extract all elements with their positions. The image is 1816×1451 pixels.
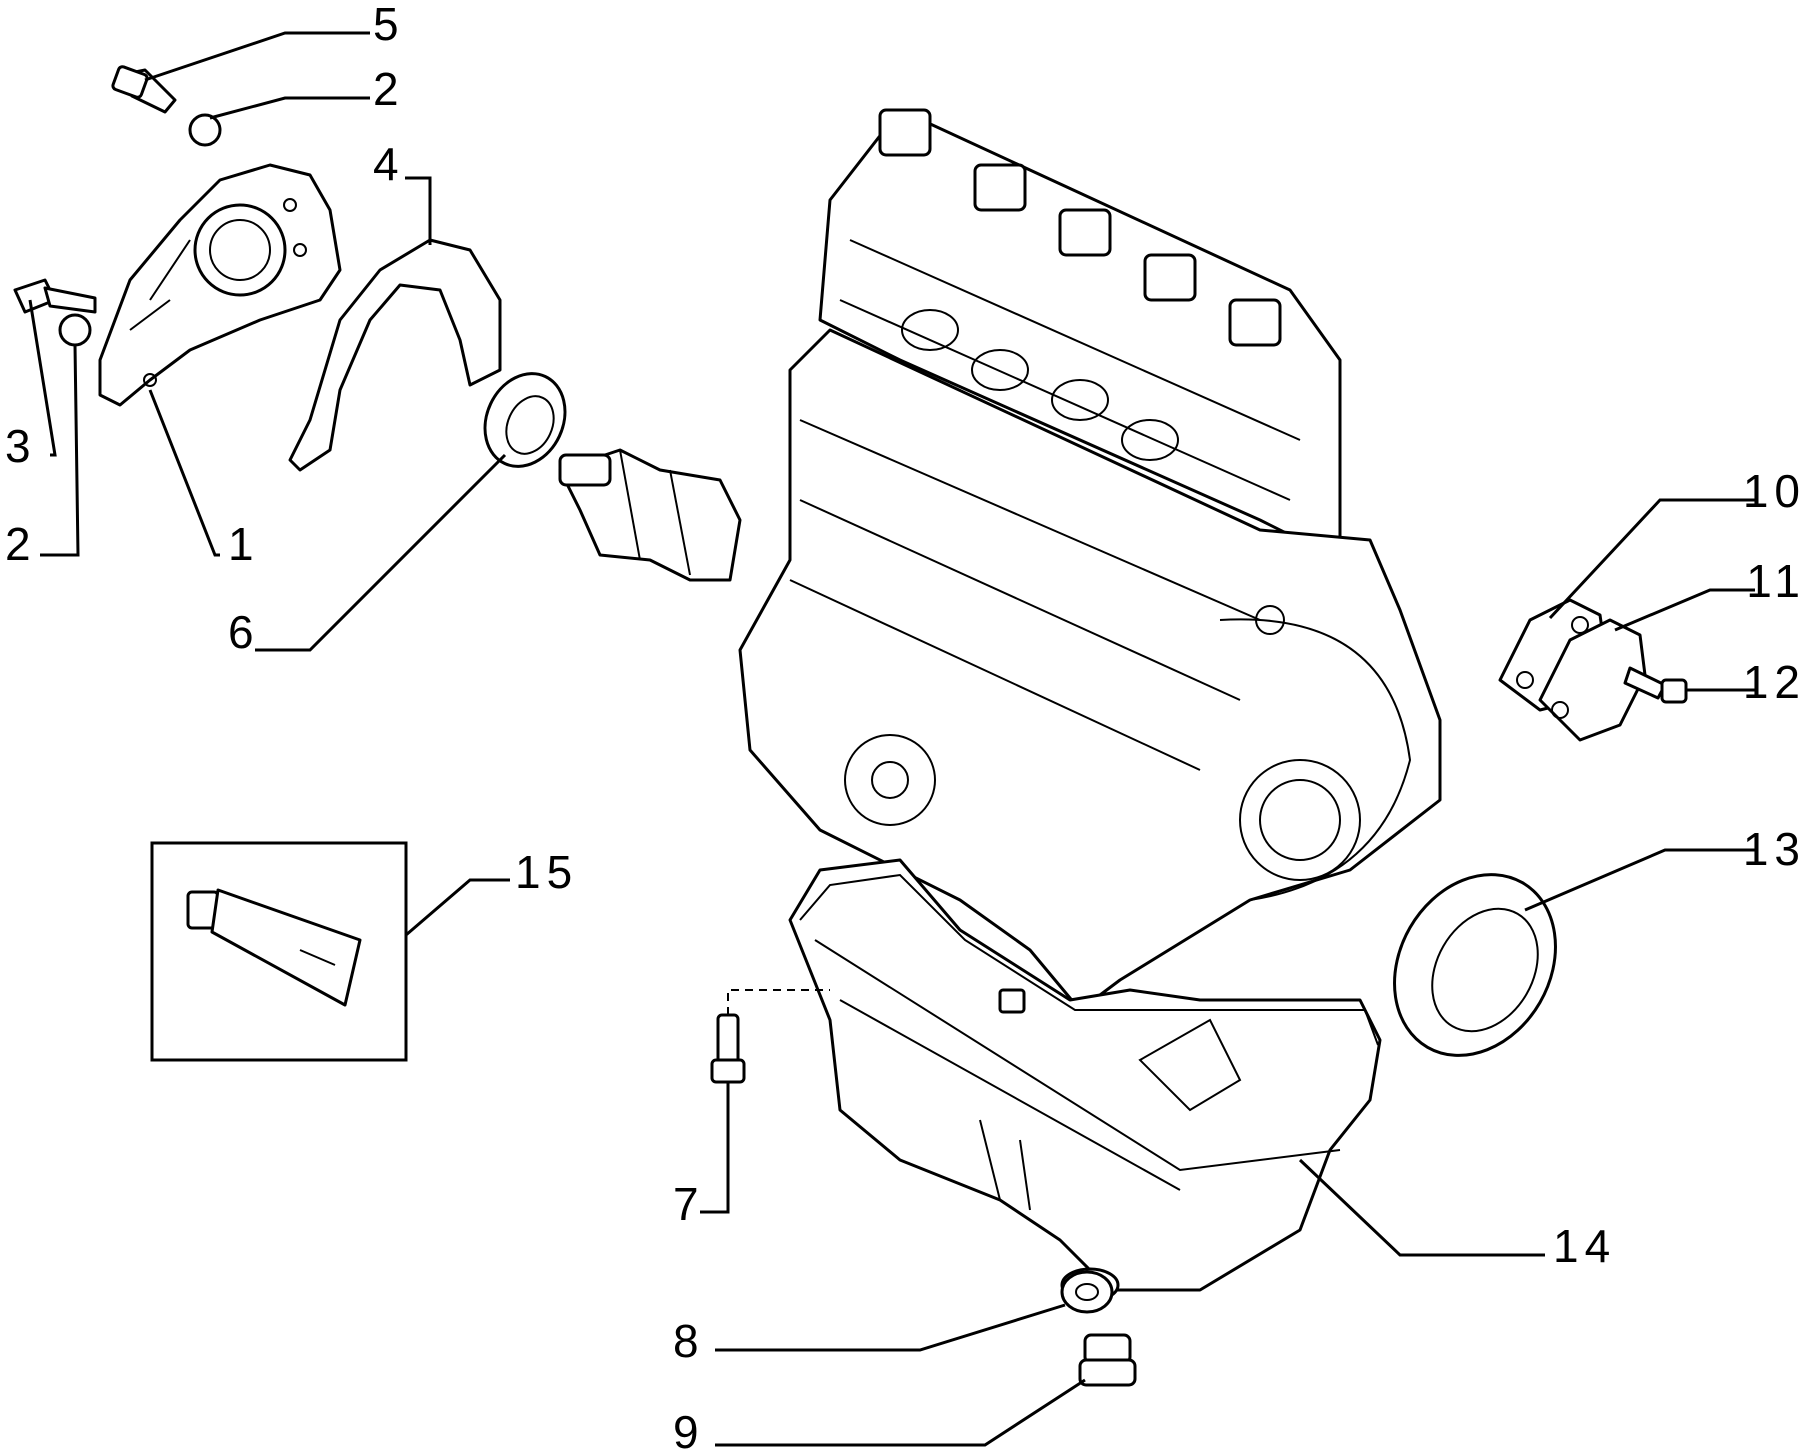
drain-plug-9 (1078, 1333, 1137, 1387)
callout-labels: 5 2 4 3 2 1 6 10 11 12 13 15 7 14 8 9 (5, 0, 1806, 1451)
callout-15: 15 (515, 846, 578, 898)
callout-6: 6 (228, 606, 260, 658)
washer-2-top (188, 113, 222, 147)
rear-housing-gasket (288, 238, 502, 472)
front-crank-seal (1393, 873, 1557, 1057)
callout-11: 11 (1746, 555, 1806, 607)
engine-block (738, 108, 1442, 1012)
crankshaft (558, 448, 742, 582)
bolt-7 (710, 1013, 746, 1084)
leader-lines (28, 31, 1755, 1447)
callout-4: 4 (373, 138, 405, 190)
callout-3: 3 (5, 420, 37, 472)
rear-crank-seal (483, 372, 567, 468)
callout-9: 9 (673, 1406, 705, 1451)
cover-plate-11 (1538, 618, 1647, 742)
callout-14: 14 (1553, 1220, 1616, 1272)
sealant-tube-icon (186, 888, 362, 1007)
sealant-inset (150, 841, 408, 1062)
callout-5: 5 (373, 0, 405, 50)
callout-2-top: 2 (373, 63, 405, 115)
callout-2-left: 2 (5, 518, 37, 570)
callout-12: 12 (1743, 656, 1806, 708)
callout-1: 1 (228, 518, 260, 570)
bolt-12 (1623, 666, 1688, 704)
callout-8: 8 (673, 1315, 705, 1367)
rear-seal-housing (98, 163, 342, 407)
callout-13: 13 (1743, 823, 1806, 875)
oil-pan (788, 858, 1382, 1303)
bolt-5 (111, 65, 177, 114)
callout-10: 10 (1743, 465, 1806, 517)
bolt-3 (13, 278, 97, 314)
callout-7: 7 (673, 1178, 705, 1230)
washer-2-left (58, 313, 92, 347)
drain-washer-8 (1060, 1270, 1114, 1314)
